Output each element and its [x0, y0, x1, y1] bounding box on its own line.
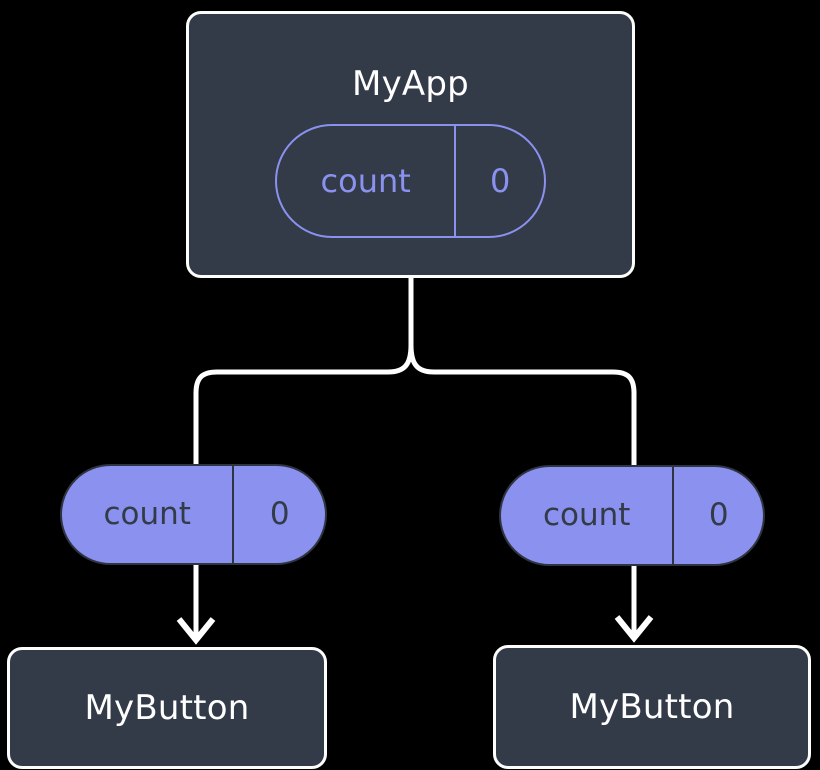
component-node-mybutton-left[interactable]: MyButton	[7, 647, 327, 769]
state-key-myapp: count	[320, 162, 411, 200]
state-pill-myapp[interactable]: count 0	[275, 124, 546, 238]
component-label-myapp: MyApp	[352, 64, 469, 104]
state-pill-left[interactable]: count 0	[60, 464, 327, 565]
wire-root-to-right	[408, 275, 637, 469]
state-value-left: 0	[232, 466, 325, 563]
arrow-head-right-icon	[614, 615, 654, 643]
state-key-right: count	[542, 497, 631, 533]
wire-root-to-left	[193, 275, 414, 467]
state-pill-right[interactable]: count 0	[499, 465, 765, 566]
component-label-mybutton-right: MyButton	[569, 687, 735, 727]
state-key-left: count	[103, 496, 191, 532]
component-label-mybutton-left: MyButton	[84, 688, 250, 728]
state-value-myapp: 0	[454, 126, 544, 236]
arrow-head-left-icon	[176, 617, 216, 645]
state-value-right: 0	[672, 467, 763, 564]
component-node-mybutton-right[interactable]: MyButton	[493, 645, 811, 769]
